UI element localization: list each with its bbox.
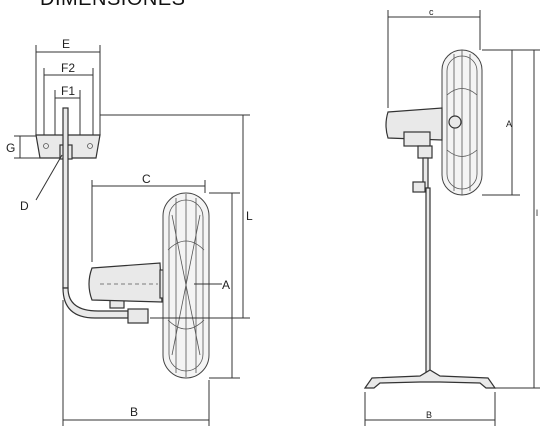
- pedestal-base: [363, 369, 497, 389]
- label-F2: F2: [61, 61, 75, 75]
- pedestal-lower-pole: [425, 187, 431, 379]
- label-side-a: A: [506, 119, 512, 129]
- motor-housing: [88, 262, 163, 303]
- label-E: E: [62, 37, 70, 51]
- pedestal-fan: [363, 49, 497, 389]
- diagram-title: DIMENSIONES: [40, 0, 186, 11]
- wall-mount-fan: [35, 107, 210, 379]
- mount-pole: [62, 107, 69, 289]
- right-dimensions: [364, 10, 540, 426]
- label-G: G: [6, 141, 15, 155]
- label-D: D: [20, 199, 29, 213]
- label-L: L: [246, 209, 253, 223]
- label-side-c: c: [429, 7, 434, 17]
- label-A: A: [222, 278, 230, 292]
- label-C: C: [142, 172, 151, 186]
- label-side-l: l: [536, 208, 538, 218]
- left-dimensions: [14, 45, 250, 426]
- label-side-b: B: [426, 410, 432, 420]
- label-B: B: [130, 405, 138, 419]
- label-F1: F1: [61, 84, 75, 98]
